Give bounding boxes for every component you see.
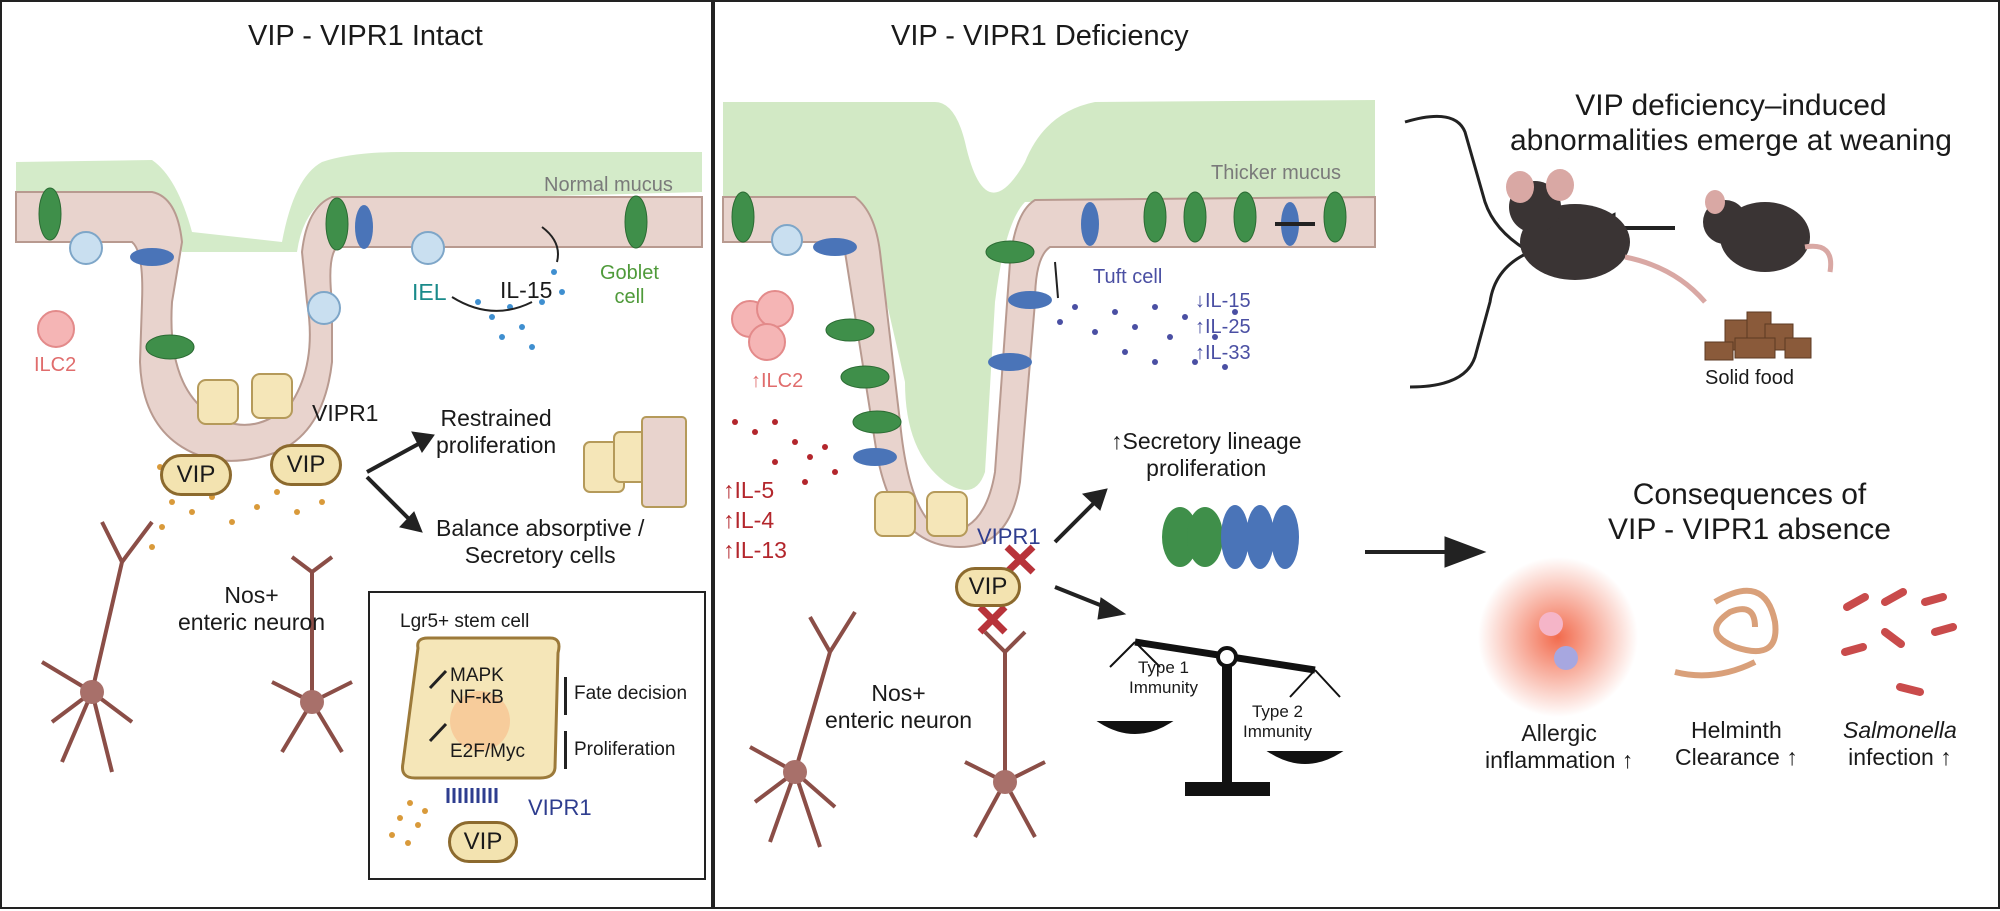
- deficiency-illustration: [722, 100, 1957, 848]
- deficiency-iel: [771, 224, 803, 256]
- thicker-mucus-label: Thicker mucus: [1211, 162, 1342, 184]
- enteric-neuron-label: Nos+ enteric neuron: [178, 582, 326, 636]
- type2-immunity-label: Type 2 Immunity: [1243, 702, 1312, 742]
- ilc2-up-label: ↑ILC2: [751, 370, 804, 392]
- ilc2-cluster: [731, 290, 794, 361]
- signal-arrows: [428, 669, 448, 743]
- il15-down-label: ↓IL-15: [1195, 290, 1251, 312]
- balance-scale: [1096, 638, 1344, 796]
- intact-title: VIP - VIPR1 Intact: [248, 20, 483, 52]
- inset-vipr1-label: VIPR1: [528, 795, 592, 820]
- arrows: [365, 431, 435, 533]
- solid-food-label: Solid food: [1705, 367, 1794, 389]
- consequences-title: Consequences of VIP - VIPR1 absence: [1608, 478, 1891, 547]
- il15-label: IL-15: [500, 277, 553, 303]
- neuron-left: [40, 520, 154, 773]
- deficiency-vip-pill: VIP: [955, 567, 1021, 607]
- weaning-title: VIP deficiency–induced abnormalities eme…: [1510, 89, 1952, 158]
- balance-cells-label: Balance absorptive / Secretory cells: [436, 515, 645, 569]
- vip-pill-2: VIP: [270, 444, 342, 486]
- deficiency-neuron-right: [964, 630, 1046, 838]
- il13-label: ↑IL-13: [723, 537, 787, 563]
- allergic-inflammation-glow: [1478, 557, 1638, 717]
- vipr1-label: VIPR1: [312, 400, 379, 426]
- deficiency-neuron-label: Nos+ enteric neuron: [825, 680, 973, 734]
- solid-food-pellets: [1704, 311, 1812, 361]
- ilc2-cell: [37, 310, 75, 348]
- secretory-proliferation-label: ↑Secretory lineage proliferation: [1111, 428, 1302, 482]
- intact-illustration: [15, 152, 703, 773]
- neuron-left-body: [80, 680, 104, 704]
- inset-vip-dots: [389, 800, 428, 846]
- salmonella-italic: Salmonella: [1843, 717, 1957, 743]
- allergic-label: Allergic inflammation ↑: [1485, 720, 1634, 774]
- normal-mucus-label: Normal mucus: [544, 174, 673, 196]
- il25-up-label: ↑IL-25: [1195, 316, 1251, 338]
- stem-cells: [197, 373, 293, 425]
- deficiency-panel: VIP - VIPR1 Deficiency Thicker mucus Tuf…: [713, 0, 2000, 909]
- salmonella-label: Salmonella infection ↑: [1843, 717, 1957, 771]
- proliferation-bar: [564, 731, 567, 769]
- ilc2-label: ILC2: [34, 354, 77, 376]
- neuron-right-body: [300, 690, 324, 714]
- nucleus: [450, 691, 510, 751]
- goblet-cells: [38, 187, 648, 360]
- cross-vipr1: [1004, 544, 1036, 575]
- deficiency-neuron-right-body: [993, 770, 1017, 794]
- il5-label: ↑IL-5: [723, 477, 775, 503]
- vip-pill-1: VIP: [160, 454, 232, 496]
- intact-panel: VIP - VIPR1 Intact Normal mucus Goblet c…: [0, 0, 713, 909]
- fate-decision-label: Fate decision: [574, 683, 688, 704]
- salmonella-rest: infection ↑: [1848, 744, 1952, 771]
- adult-mouse: [1506, 169, 1707, 304]
- deficiency-goblet-cells: [731, 191, 1347, 434]
- il4-label: ↑IL-4: [723, 507, 775, 533]
- young-mouse: [1703, 190, 1834, 273]
- iel-label: IEL: [412, 279, 447, 305]
- proliferation-cells: [583, 416, 687, 508]
- epithelium: [15, 191, 703, 462]
- nfkb-label: NF-κB: [450, 687, 504, 708]
- helminth-label: Helminth Clearance ↑: [1675, 717, 1798, 771]
- goblet-cell-label: Goblet cell: [600, 262, 659, 308]
- e2f-myc-label: E2F/Myc: [450, 741, 525, 762]
- ilc2-cytokine-dots: [732, 419, 838, 485]
- il33-up-label: ↑IL-33: [1195, 342, 1251, 364]
- il15-dots: [475, 269, 565, 350]
- cross-vip: [977, 604, 1008, 635]
- iel-cells: [69, 231, 445, 325]
- deficiency-stem-cells: [874, 491, 968, 537]
- salmonella-bacteria: [1841, 588, 1957, 696]
- proliferation-label: Proliferation: [574, 739, 676, 760]
- inset-title: Lgr5+ stem cell: [400, 611, 530, 632]
- restrained-proliferation-label: Restrained proliferation: [436, 405, 557, 459]
- deficiency-neuron-left-body: [783, 760, 807, 784]
- type1-immunity-label: Type 1 Immunity: [1129, 658, 1198, 698]
- normal-mucus-layer: [16, 152, 702, 252]
- deficiency-title: VIP - VIPR1 Deficiency: [891, 20, 1189, 52]
- fate-bar: [564, 677, 567, 715]
- deficiency-vipr1-label: VIPR1: [977, 524, 1041, 549]
- tuft-cells: [130, 205, 373, 266]
- tuft-cell-label: Tuft cell: [1093, 266, 1163, 288]
- mapk-label: MAPK: [450, 665, 504, 686]
- tuft-cytokine-dots: [1057, 304, 1238, 370]
- stem-cell-inset: Lgr5+ stem cell MAPK NF-κB E2F/Myc Fate …: [368, 591, 706, 880]
- helminth-worm: [1713, 587, 1779, 654]
- inset-vip-pill: VIP: [448, 821, 518, 863]
- secretory-cells: [1162, 505, 1299, 569]
- vipr1-receptor: [446, 788, 498, 803]
